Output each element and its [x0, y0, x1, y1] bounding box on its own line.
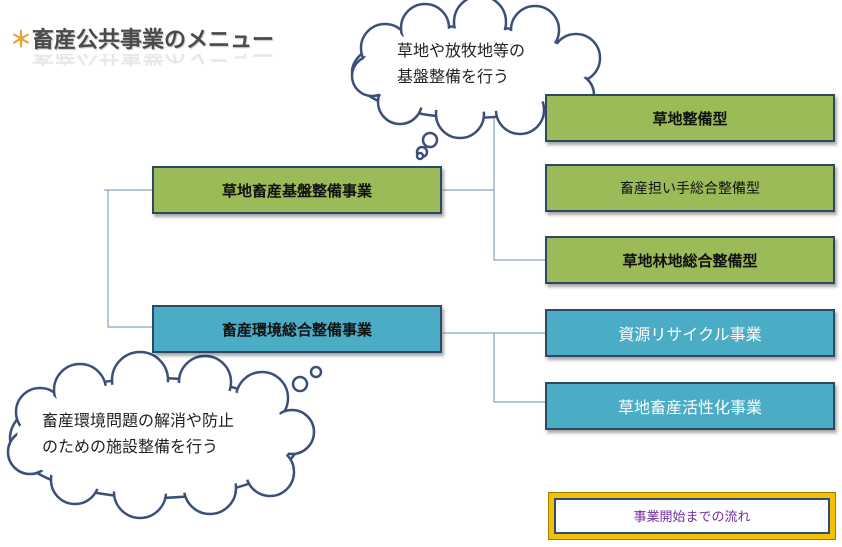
callout-top-text: 草地や放牧地等の 基盤整備を行う	[397, 38, 525, 90]
bullet-star-icon: ＊	[10, 28, 33, 53]
callout-top-line-2: 基盤整備を行う	[397, 67, 510, 86]
cloud-tail-bubble	[415, 151, 425, 161]
trunk-connector	[107, 190, 153, 328]
main-project-livestock-environment[interactable]: 畜産環境総合整備事業	[152, 305, 442, 353]
branch-connector-3	[493, 190, 546, 261]
callout-top-line-1: 草地や放牧地等の	[397, 41, 526, 60]
sub-type-resource-recycling[interactable]: 資源リサイクル事業	[545, 309, 835, 357]
sub-type-livestock-successor[interactable]: 畜産担い手総合整備型	[545, 164, 835, 212]
cloud-tail-bubble	[421, 131, 439, 149]
callout-bottom-line-2: のための施設整備を行う	[42, 437, 219, 456]
callout-bottom-text: 畜産環境問題の解消や防止 のための施設整備を行う	[42, 408, 234, 460]
cloud-tail-bubble	[291, 375, 309, 393]
sub-type-grassland-revitalization[interactable]: 草地畜産活性化事業	[545, 382, 835, 430]
callout-bottom-line-1: 畜産環境問題の解消や防止	[42, 411, 235, 430]
project-flow-label: 事業開始までの流れ	[554, 498, 830, 534]
sub-type-grassland-forest[interactable]: 草地林地総合整備型	[545, 236, 835, 284]
page-title: 畜産公共事業のメニュー	[32, 28, 275, 53]
main-project-grassland-infrastructure[interactable]: 草地畜産基盤整備事業	[152, 166, 442, 214]
cloud-tail-bubble	[309, 365, 323, 379]
project-flow-button[interactable]: 事業開始までの流れ	[548, 492, 836, 540]
branch-connector-5	[443, 332, 546, 403]
connector-lines	[104, 116, 546, 403]
sub-type-grassland-maintenance[interactable]: 草地整備型	[545, 94, 835, 142]
